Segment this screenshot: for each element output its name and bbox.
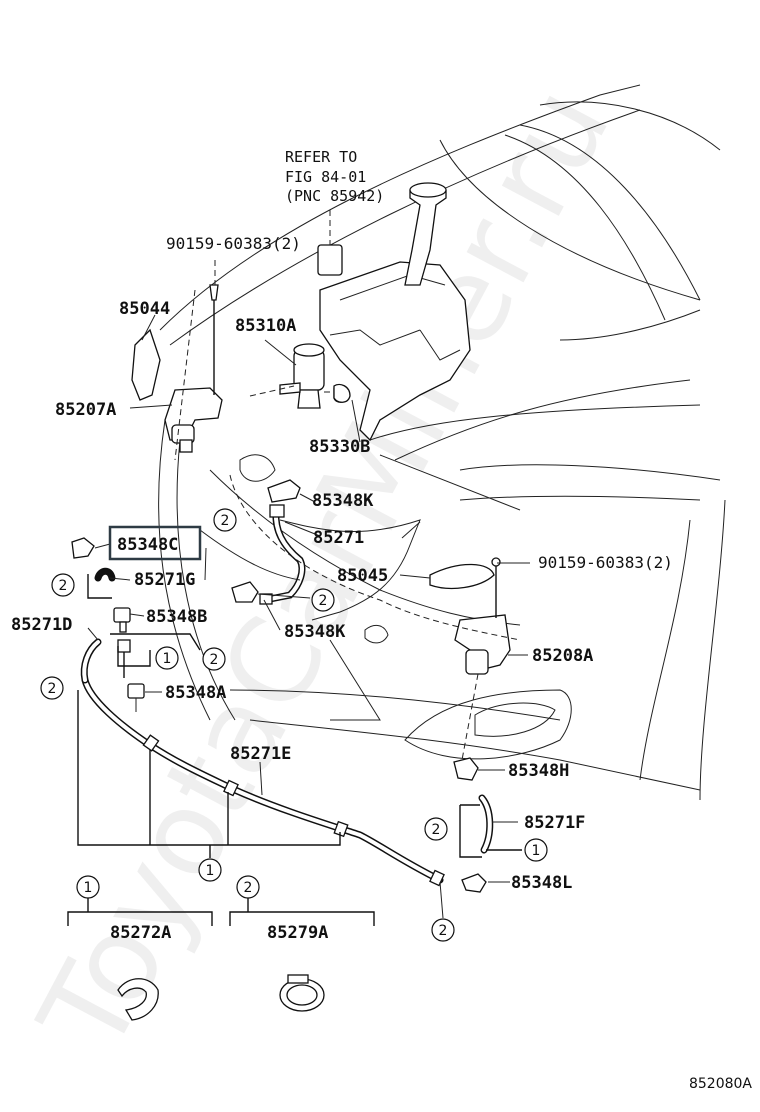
svg-text:2: 2 xyxy=(439,923,448,939)
svg-text:1: 1 xyxy=(163,651,172,667)
washer-tank xyxy=(317,182,471,442)
legend-callout-1 xyxy=(76,875,100,899)
illustration-code: 852080A xyxy=(689,1076,752,1092)
label-85348A: 85348A xyxy=(165,683,226,703)
callout-1 xyxy=(524,838,548,862)
callout-1 xyxy=(155,646,179,670)
svg-text:1: 1 xyxy=(84,880,93,896)
label-85279A: 85279A xyxy=(267,923,328,943)
svg-text:FIG 84-01: FIG 84-01 xyxy=(285,168,366,186)
label-85310A: 85310A xyxy=(235,316,296,336)
callout-2 xyxy=(51,573,75,597)
label-85045: 85045 xyxy=(337,566,388,586)
callout-2 xyxy=(202,647,226,671)
label-85271D: 85271D xyxy=(11,615,72,635)
svg-text:(PNC 85942): (PNC 85942) xyxy=(285,187,384,205)
svg-text:2: 2 xyxy=(319,593,328,609)
callout-1 xyxy=(198,858,222,882)
legend-clamp-85279A xyxy=(279,974,325,1012)
callout-2 xyxy=(311,588,335,612)
part-labels: 90159-60383(2) 85044 85310A 85207A 85330… xyxy=(11,234,673,943)
reference-note: REFER TO FIG 84-01 (PNC 85942) xyxy=(285,148,384,205)
left-washer-actuator xyxy=(129,260,223,461)
legend-clip-85272A xyxy=(117,978,159,1021)
label-85348L: 85348L xyxy=(511,873,572,893)
label-85207A: 85207A xyxy=(55,400,116,420)
label-85348K-mid: 85348K xyxy=(284,622,346,642)
label-85348B: 85348B xyxy=(146,607,207,627)
callout-markers: 2 2 2 1 2 2 2 1 1 1 2 2 xyxy=(40,508,548,942)
callout-2 xyxy=(424,817,448,841)
highlight-frame-85348C xyxy=(108,525,202,561)
label-85330B: 85330B xyxy=(309,437,370,457)
svg-text:2: 2 xyxy=(432,822,441,838)
label-85348K-top: 85348K xyxy=(312,491,374,511)
leader-lines xyxy=(67,399,530,926)
label-90159-60383-top: 90159-60383(2) xyxy=(166,234,301,253)
right-washer-actuator xyxy=(429,557,511,761)
svg-text:1: 1 xyxy=(532,843,541,859)
callout-2 xyxy=(431,918,455,942)
label-85208A: 85208A xyxy=(532,646,593,666)
svg-text:2: 2 xyxy=(244,880,253,896)
label-85271E: 85271E xyxy=(230,744,291,764)
label-85044: 85044 xyxy=(119,299,170,319)
callout-2 xyxy=(213,508,237,532)
label-90159-60383-right: 90159-60383(2) xyxy=(538,553,673,572)
svg-text:2: 2 xyxy=(48,681,57,697)
legend-callout-2 xyxy=(236,875,260,899)
label-85348C: 85348C xyxy=(117,535,178,555)
fittings xyxy=(71,383,487,893)
label-85271: 85271 xyxy=(313,528,364,548)
label-85271F: 85271F xyxy=(524,813,585,833)
svg-text:2: 2 xyxy=(59,578,68,594)
svg-text:2: 2 xyxy=(210,652,219,668)
label-85272A: 85272A xyxy=(110,923,171,943)
callout-2 xyxy=(40,676,64,700)
svg-text:2: 2 xyxy=(221,513,230,529)
label-85271G: 85271G xyxy=(134,570,195,590)
svg-text:1: 1 xyxy=(206,863,215,879)
svg-text:REFER TO: REFER TO xyxy=(285,148,357,166)
label-85348H: 85348H xyxy=(508,761,569,781)
